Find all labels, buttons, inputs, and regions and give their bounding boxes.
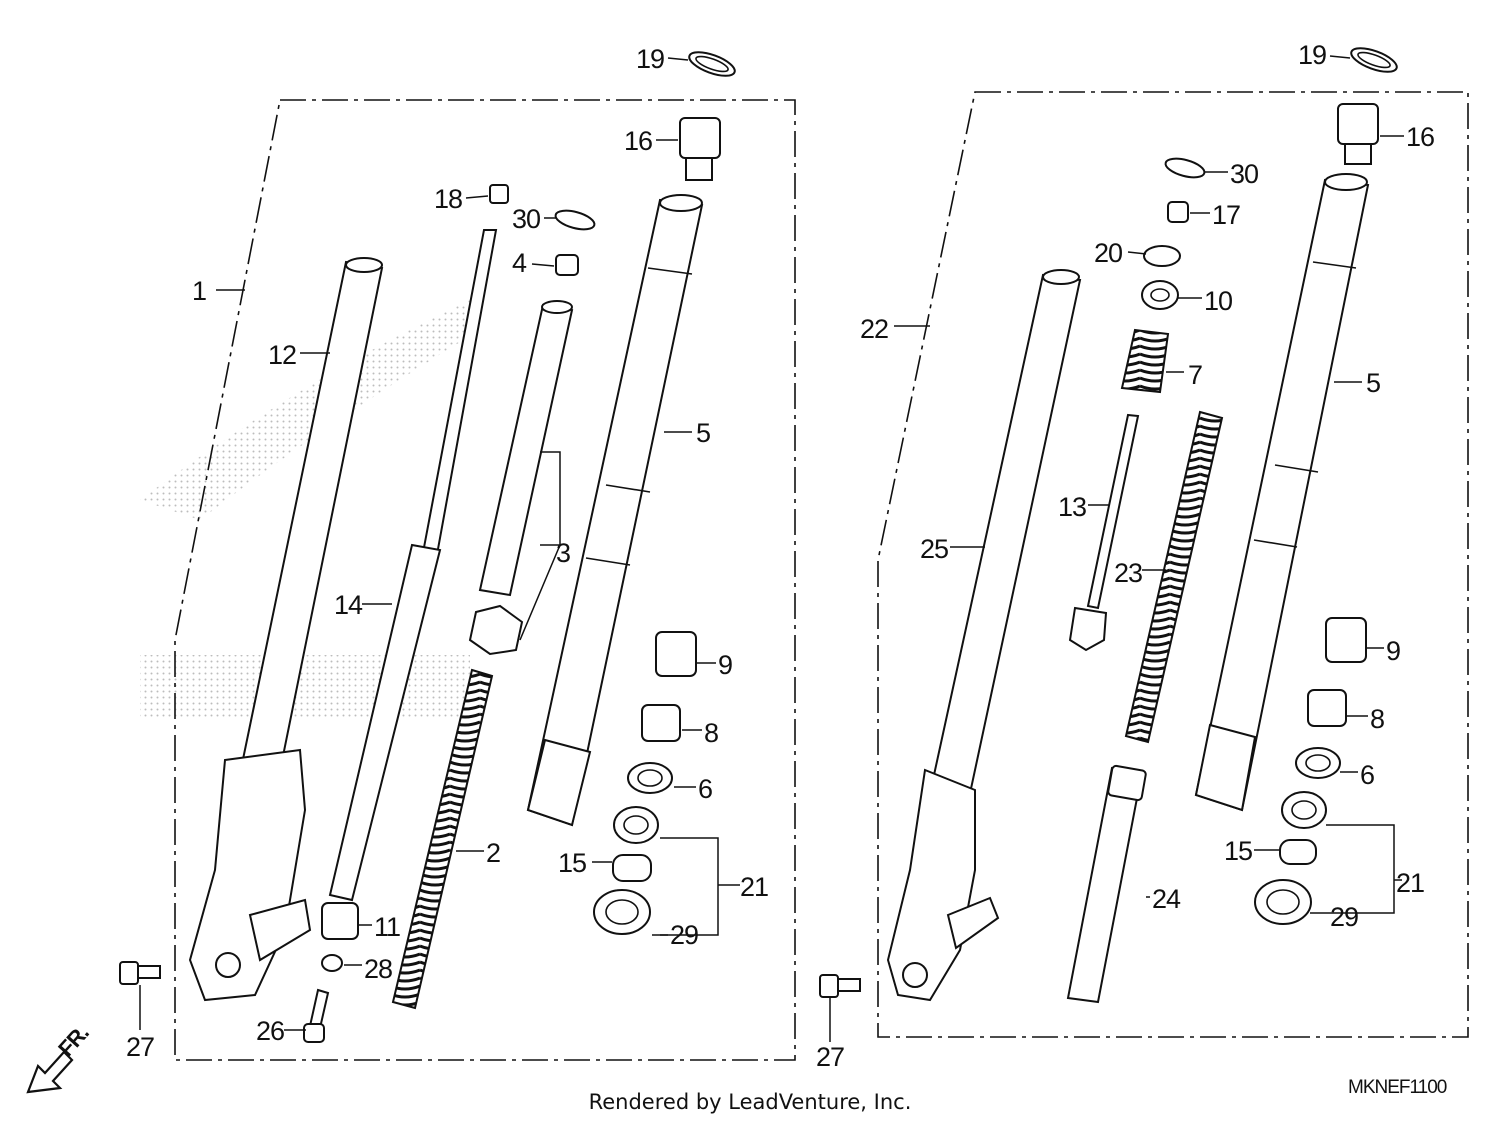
axle-holder-right (886, 768, 1000, 1002)
bushing-11-left (321, 902, 359, 940)
callout-14-left: 14 (334, 590, 363, 620)
callout-12-left: 12 (268, 340, 296, 370)
seal-21-left (613, 806, 659, 844)
nut-4-left (555, 254, 579, 276)
outer-tube-5-left (526, 194, 704, 827)
callout-20-right: 20 (1094, 238, 1122, 268)
callout-30-right: 30 (1230, 159, 1258, 189)
callout-6-left: 6 (698, 774, 712, 804)
callout-26-left: 26 (256, 1016, 284, 1046)
washer-30-right (1164, 157, 1206, 179)
callouts-right: 19 16 30 17 20 10 7 5 22 13 25 23 9 8 6 … (816, 40, 1435, 1072)
collar-10-right (1141, 280, 1179, 310)
callout-6-right: 6 (1360, 760, 1374, 790)
callout-29-right: 29 (1330, 902, 1358, 932)
bolt-27-right (819, 974, 861, 998)
callout-29-left: 29 (670, 920, 698, 950)
diagram-code: MKNEF1100 (1348, 1077, 1447, 1098)
outer-tube-5-right (1194, 173, 1370, 812)
callout-5-right: 5 (1366, 368, 1380, 398)
o-ring-19-left (688, 51, 736, 77)
callout-10-right: 10 (1204, 286, 1232, 316)
left-assembly-boundary (174, 99, 796, 1061)
callout-27-right: 27 (816, 1042, 844, 1072)
callout-19-left: 19 (636, 44, 664, 74)
nut-18-left (489, 184, 509, 204)
callout-23-right: 23 (1114, 558, 1142, 588)
callout-19-right: 19 (1298, 40, 1326, 70)
callout-1-assembly: 1 (192, 276, 206, 306)
callout-9-left: 9 (718, 650, 732, 680)
bushing-8-right (1307, 689, 1347, 727)
bushing-9-right (1325, 617, 1367, 663)
damper-rod-14-left (328, 229, 498, 902)
oil-seal-6-right (1295, 747, 1341, 779)
seal-21-right (1281, 791, 1327, 829)
o-ring-19-right (1350, 47, 1398, 73)
oil-seal-6-left (627, 762, 673, 794)
clip-15-right (1279, 839, 1317, 865)
front-direction-arrow-icon: FR. (26, 1021, 93, 1094)
callout-2-left: 2 (486, 838, 500, 868)
callout-4-left: 4 (512, 248, 527, 278)
right-assembly-boundary (877, 91, 1469, 1038)
credit-line: Rendered by LeadVenture, Inc. (588, 1090, 912, 1114)
callout-3-left: 3 (556, 538, 570, 568)
axle-holder-left (188, 748, 312, 1002)
fork-spring-2-left (391, 668, 494, 1010)
damper-rod-13-right (1068, 413, 1140, 652)
callout-8-right: 8 (1370, 704, 1384, 734)
washer-30-left (554, 209, 596, 231)
fork-cap-16-right (1337, 103, 1379, 165)
callout-13-right: 13 (1058, 492, 1086, 522)
callout-25-right: 25 (920, 534, 948, 564)
callout-21-left: 21 (740, 872, 768, 902)
callout-11-left: 11 (374, 912, 400, 942)
callout-22-assembly: 22 (860, 314, 888, 344)
fork-spring-23-right (1124, 410, 1224, 744)
callout-17-right: 17 (1212, 200, 1240, 230)
callout-21-right: 21 (1396, 868, 1424, 898)
callout-15-left: 15 (558, 848, 586, 878)
fork-tube-12-left (228, 257, 384, 832)
callouts-left: 19 16 18 30 4 1 12 5 3 14 9 8 6 2 15 21 … (126, 44, 769, 1062)
direction-label: FR. (53, 1021, 93, 1062)
nut-17-right (1167, 201, 1189, 223)
dust-seal-29-right (1254, 879, 1312, 925)
washer-28-left (321, 954, 343, 972)
callout-27-left: 27 (126, 1032, 154, 1062)
bushing-8-left (641, 704, 681, 742)
spacer-tube-24-right (1066, 764, 1147, 1004)
callout-7-right: 7 (1188, 360, 1202, 390)
callout-5-left: 5 (696, 418, 710, 448)
washer-20-right (1143, 245, 1181, 267)
callout-16-right: 16 (1406, 122, 1434, 152)
bolt-27-left (119, 961, 161, 985)
callout-8-left: 8 (704, 718, 718, 748)
bolt-26-left (303, 988, 330, 1043)
callout-9-right: 9 (1386, 636, 1400, 666)
callout-15-right: 15 (1224, 836, 1252, 866)
fork-cap-16-left (679, 117, 721, 181)
callout-28-left: 28 (364, 954, 392, 984)
callout-16-left: 16 (624, 126, 652, 156)
leader-lines (139, 55, 1404, 1042)
callout-30-left: 30 (512, 204, 540, 234)
callout-18-left: 18 (434, 184, 462, 214)
stippled-logo-watermark (140, 300, 480, 720)
spacer-tube-3-left (468, 300, 574, 656)
dust-seal-29-left (593, 889, 651, 935)
bushing-9-left (655, 631, 697, 677)
clip-15-left (612, 854, 652, 882)
callout-24-right: 24 (1152, 884, 1181, 914)
spring-seat-7-right (1120, 328, 1170, 394)
